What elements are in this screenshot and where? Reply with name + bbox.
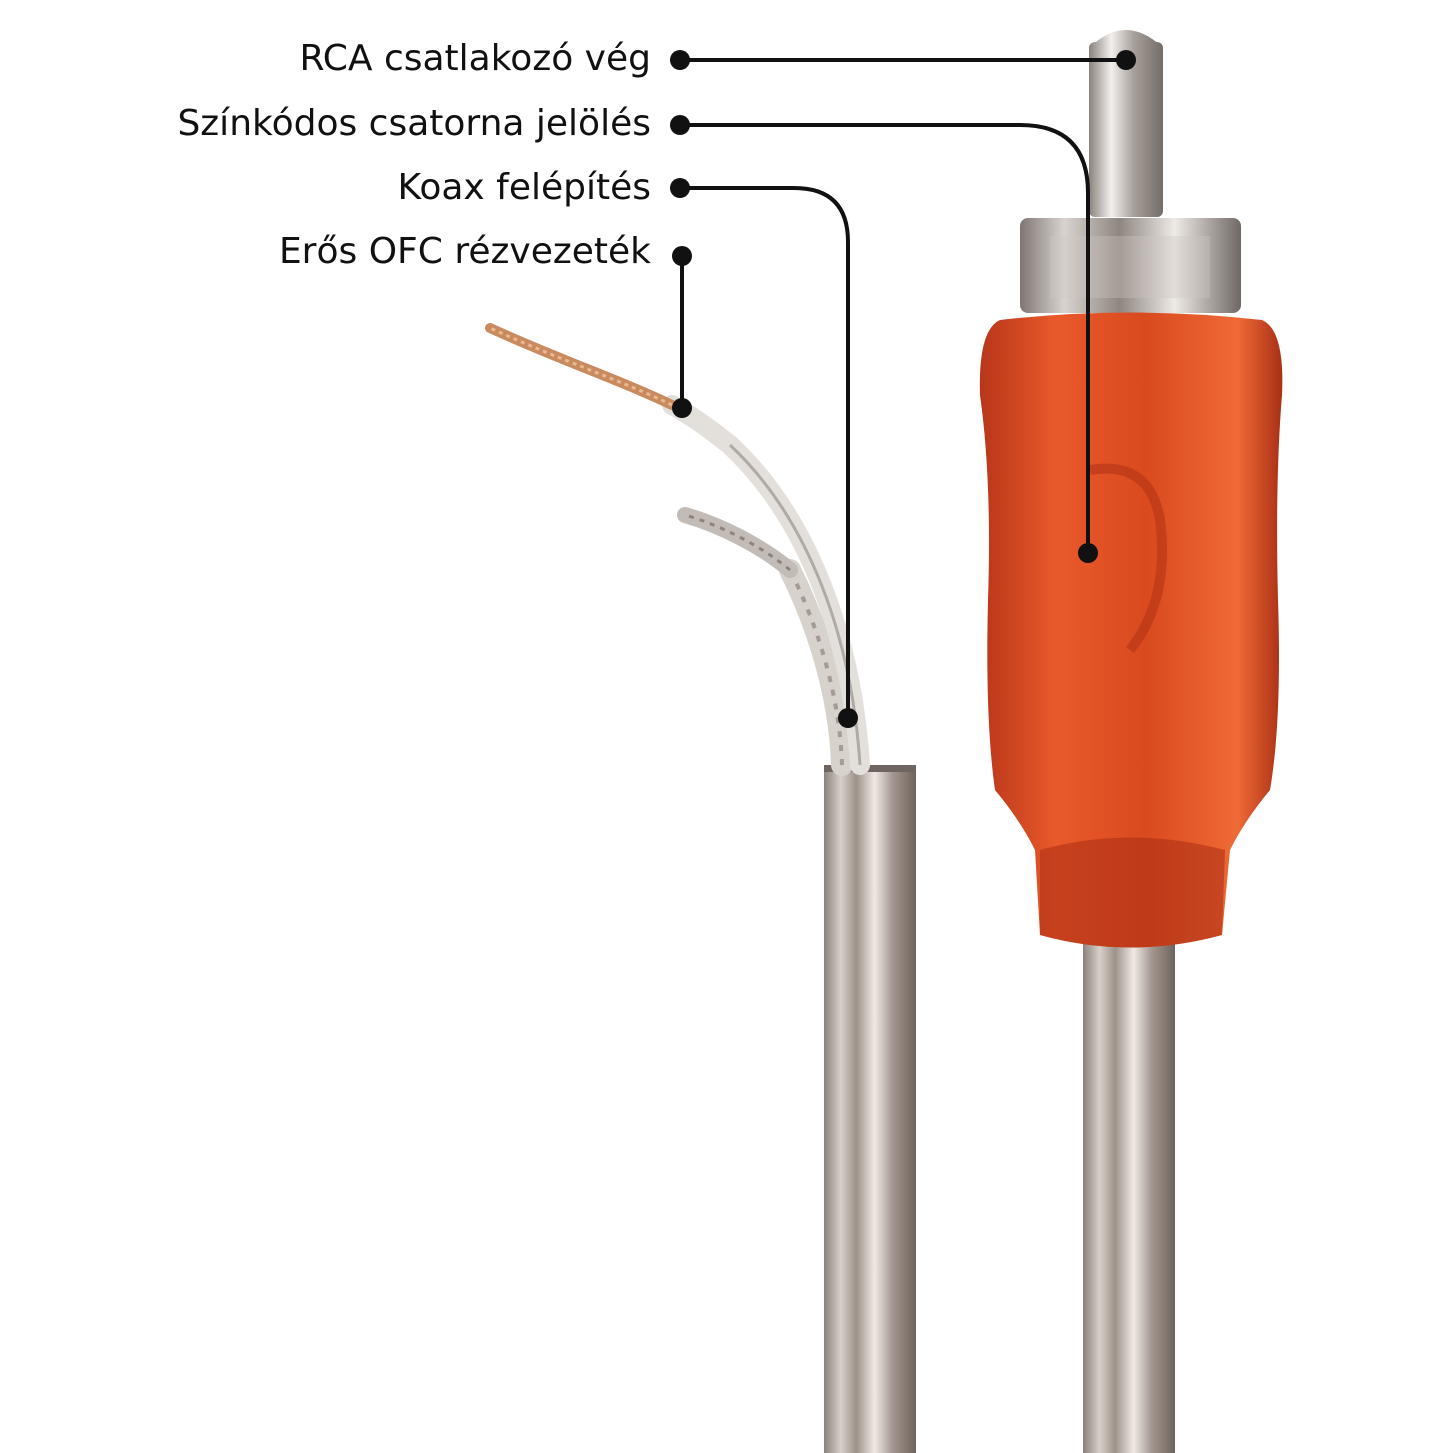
rca-plug — [979, 30, 1283, 948]
plug-cable — [1083, 930, 1175, 1453]
leader-channel-marking — [680, 123, 1090, 553]
dot-label-2 — [670, 115, 690, 135]
dot-target-1 — [1116, 50, 1136, 70]
dot-label-4 — [672, 246, 692, 266]
callout-ofc-copper-wire: Erős OFC rézvezeték — [278, 231, 651, 272]
callout-coax-construction: Koax felépítés — [397, 167, 652, 208]
callout-rca-connector-tip: RCA csatlakozó vég — [299, 38, 651, 79]
coax-cable — [824, 765, 916, 1453]
leader-coax — [680, 186, 850, 718]
callout-color-coded-channel: Színkódos csatorna jelölés — [177, 103, 651, 144]
dot-target-2 — [1078, 543, 1098, 563]
callout-leaders — [680, 58, 1126, 718]
exposed-conductors — [485, 323, 870, 776]
dot-target-3 — [838, 708, 858, 728]
dot-label-3 — [670, 178, 690, 198]
dot-label-1 — [670, 50, 690, 70]
callout-dots — [670, 50, 1136, 728]
dot-target-4 — [672, 398, 692, 418]
